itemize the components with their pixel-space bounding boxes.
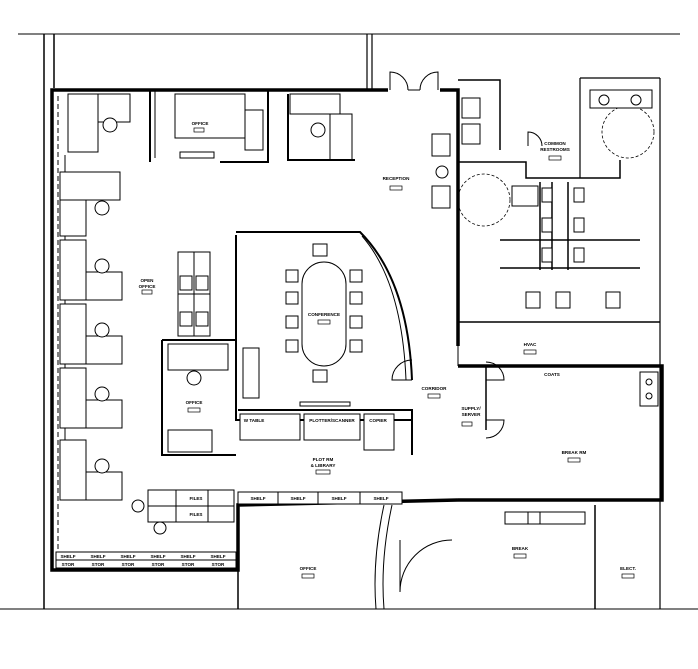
- supply-label-1: SUPPLY/: [461, 406, 481, 411]
- plotter-label: PLOTTER/SCANNER: [309, 418, 355, 423]
- stor-shelf-5: SHELF: [180, 554, 195, 559]
- stor-label-6: STOR: [212, 562, 225, 567]
- break-lower-label: BREAK: [512, 546, 529, 551]
- shelving-bottom: SHELF SHELF SHELF SHELF: [237, 491, 403, 505]
- supply-label-2: SERVER: [462, 412, 481, 417]
- shelf-label-2: SHELF: [290, 496, 305, 501]
- stor-shelf-2: SHELF: [90, 554, 105, 559]
- room-hvac: HVAC: [523, 342, 537, 355]
- entry-doors[interactable]: [389, 71, 439, 91]
- stor-label-1: STOR: [62, 562, 75, 567]
- context-lines: [0, 33, 698, 610]
- reception-label: RECEPTION: [383, 176, 410, 181]
- lower-rooms: OFFICE BREAK ELECT.: [237, 504, 636, 610]
- stor-shelf-3: SHELF: [120, 554, 135, 559]
- room-break: COATS SUPPLY/ SERVER BREAK RM: [461, 361, 659, 463]
- plot-room-label-2: & LIBRARY: [311, 463, 336, 468]
- storage-bottom: SHELF SHELF SHELF SHELF SHELF SHELF STOR…: [55, 551, 237, 569]
- room-office-top: OFFICE: [149, 90, 269, 163]
- stor-label-4: STOR: [152, 562, 165, 567]
- stor-shelf-1: SHELF: [60, 554, 75, 559]
- open-office-label-1: OPEN: [140, 278, 154, 283]
- workstations-top: [67, 93, 355, 161]
- file-cabinets-center: [177, 251, 211, 337]
- coats-label: COATS: [544, 372, 560, 377]
- conference-label: CONFERENCE: [308, 312, 340, 317]
- room-plot-library: W TABLE PLOTTER/SCANNER COPIER PLOT RM &…: [238, 409, 413, 475]
- office-top-label: OFFICE: [192, 121, 209, 126]
- office-bottom-label: OFFICE: [300, 566, 317, 571]
- stor-shelf-6: SHELF: [210, 554, 225, 559]
- files-label-1: FILES: [189, 496, 202, 501]
- restrooms-label-1: COMMON: [544, 141, 566, 146]
- shelf-label-1: SHELF: [250, 496, 265, 501]
- restrooms-label-2: RESTROOMS: [540, 147, 570, 152]
- hvac-label: HVAC: [524, 342, 537, 347]
- stor-label-2: STOR: [92, 562, 105, 567]
- room-office-left: OFFICE: [161, 339, 260, 456]
- shelf-label-3: SHELF: [331, 496, 346, 501]
- room-common-restrooms: COMMON RESTROOMS: [457, 79, 660, 323]
- elect-label: ELECT.: [620, 566, 636, 571]
- open-office-label-2: OFFICE: [139, 284, 156, 289]
- files-label-2: FILES: [189, 512, 202, 517]
- room-reception: RECEPTION: [383, 133, 451, 209]
- plot-room-label-1: PLOT RM: [313, 457, 334, 462]
- stor-label-3: STOR: [122, 562, 135, 567]
- corridor: CORRIDOR: [391, 359, 447, 399]
- w-table-label: W TABLE: [244, 418, 265, 423]
- workstations-open-office: OPEN OFFICE: [59, 171, 156, 501]
- room-conference: CONFERENCE: [235, 231, 413, 421]
- break-room-label: BREAK RM: [562, 450, 587, 455]
- office-left-label: OFFICE: [186, 400, 203, 405]
- file-cabinets-bottom: FILES FILES: [131, 489, 235, 535]
- stor-label-5: STOR: [182, 562, 195, 567]
- copier-label: COPIER: [369, 418, 387, 423]
- shelf-label-4: SHELF: [373, 496, 388, 501]
- corridor-label: CORRIDOR: [421, 386, 447, 391]
- stor-shelf-4: SHELF: [150, 554, 165, 559]
